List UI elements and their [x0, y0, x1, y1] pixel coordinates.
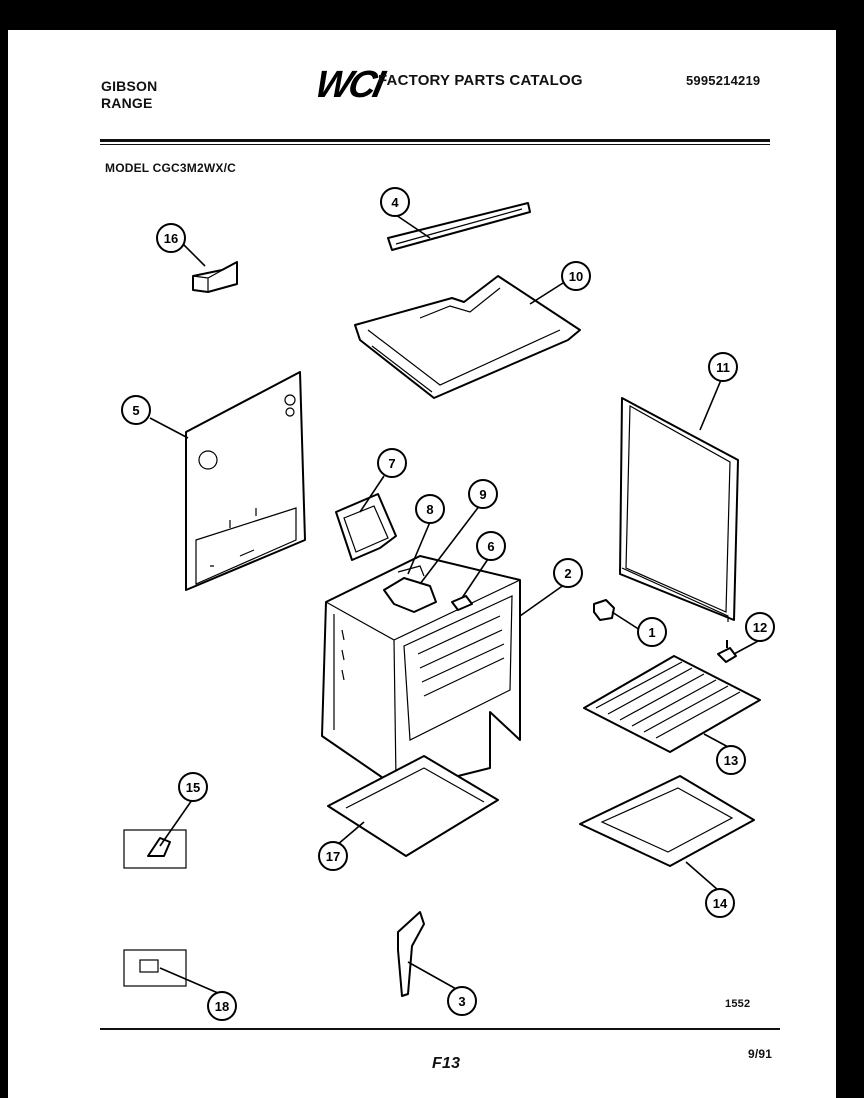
callout-12: 12 — [745, 612, 775, 642]
callout-13: 13 — [716, 745, 746, 775]
part-5-back-panel — [185, 371, 306, 591]
callout-18: 18 — [207, 991, 237, 1021]
part-6-bracket — [451, 595, 473, 611]
catalog-title: FACTORY PARTS CATALOG — [378, 72, 583, 89]
callout-4: 4 — [380, 187, 410, 217]
callout-6: 6 — [476, 531, 506, 561]
header-rule-thin — [100, 144, 770, 145]
brand-name: GIBSON — [101, 78, 158, 94]
svg-text:7: 7 — [388, 456, 395, 471]
svg-text:8: 8 — [426, 502, 433, 517]
part-11-side-panel — [619, 397, 739, 622]
part-10-top-panel — [354, 275, 581, 399]
leader-lines — [149, 214, 761, 994]
svg-text:11: 11 — [716, 360, 730, 375]
catalog-number: 5995214219 — [686, 73, 761, 88]
svg-text:3: 3 — [458, 994, 465, 1009]
svg-text:15: 15 — [186, 780, 200, 795]
part-15-card — [123, 829, 187, 869]
part-14-broiler-pan — [579, 775, 755, 867]
svg-text:14: 14 — [713, 896, 728, 911]
callout-7: 7 — [377, 448, 407, 478]
callout-8: 8 — [415, 494, 445, 524]
callout-5: 5 — [121, 395, 151, 425]
svg-text:5: 5 — [132, 403, 139, 418]
svg-text:12: 12 — [753, 620, 767, 635]
svg-text:13: 13 — [724, 753, 738, 768]
part-4-strip — [387, 202, 531, 251]
callout-14: 14 — [705, 888, 735, 918]
callout-3: 3 — [447, 986, 477, 1016]
part-13-oven-rack — [583, 655, 761, 753]
model-label: MODEL CGC3M2WX/C — [105, 161, 236, 175]
part-17-bottom-panel — [327, 755, 499, 857]
svg-text:10: 10 — [569, 269, 583, 284]
part-16-bracket — [192, 261, 238, 293]
svg-text:4: 4 — [391, 195, 399, 210]
part-8-9-burner — [383, 565, 437, 613]
svg-text:9: 9 — [479, 487, 486, 502]
callout-10: 10 — [561, 261, 591, 291]
callout-9: 9 — [468, 479, 498, 509]
svg-text:1: 1 — [648, 625, 655, 640]
callout-16: 16 — [156, 223, 186, 253]
footer-rule — [100, 1028, 780, 1030]
svg-text:18: 18 — [215, 999, 229, 1014]
part-3-igniter — [397, 911, 425, 997]
svg-text:16: 16 — [164, 231, 178, 246]
header-rule — [100, 139, 770, 142]
svg-text:2: 2 — [564, 566, 571, 581]
drawing-number: 1552 — [725, 998, 751, 1010]
callout-15: 15 — [178, 772, 208, 802]
part-1-knob — [593, 599, 615, 621]
callout-2: 2 — [553, 558, 583, 588]
part-2-oven-body — [321, 555, 521, 797]
callout-17: 17 — [318, 841, 348, 871]
callout-11: 11 — [708, 352, 738, 382]
callout-1: 1 — [637, 617, 667, 647]
part-7-burner-box — [335, 493, 397, 561]
svg-text:17: 17 — [326, 849, 340, 864]
part-12-screw — [717, 640, 737, 663]
product-type: RANGE — [101, 95, 153, 111]
page-code: F13 — [432, 1055, 461, 1072]
svg-text:6: 6 — [487, 539, 494, 554]
part-18-card — [123, 949, 187, 987]
date-code: 9/91 — [748, 1047, 773, 1061]
